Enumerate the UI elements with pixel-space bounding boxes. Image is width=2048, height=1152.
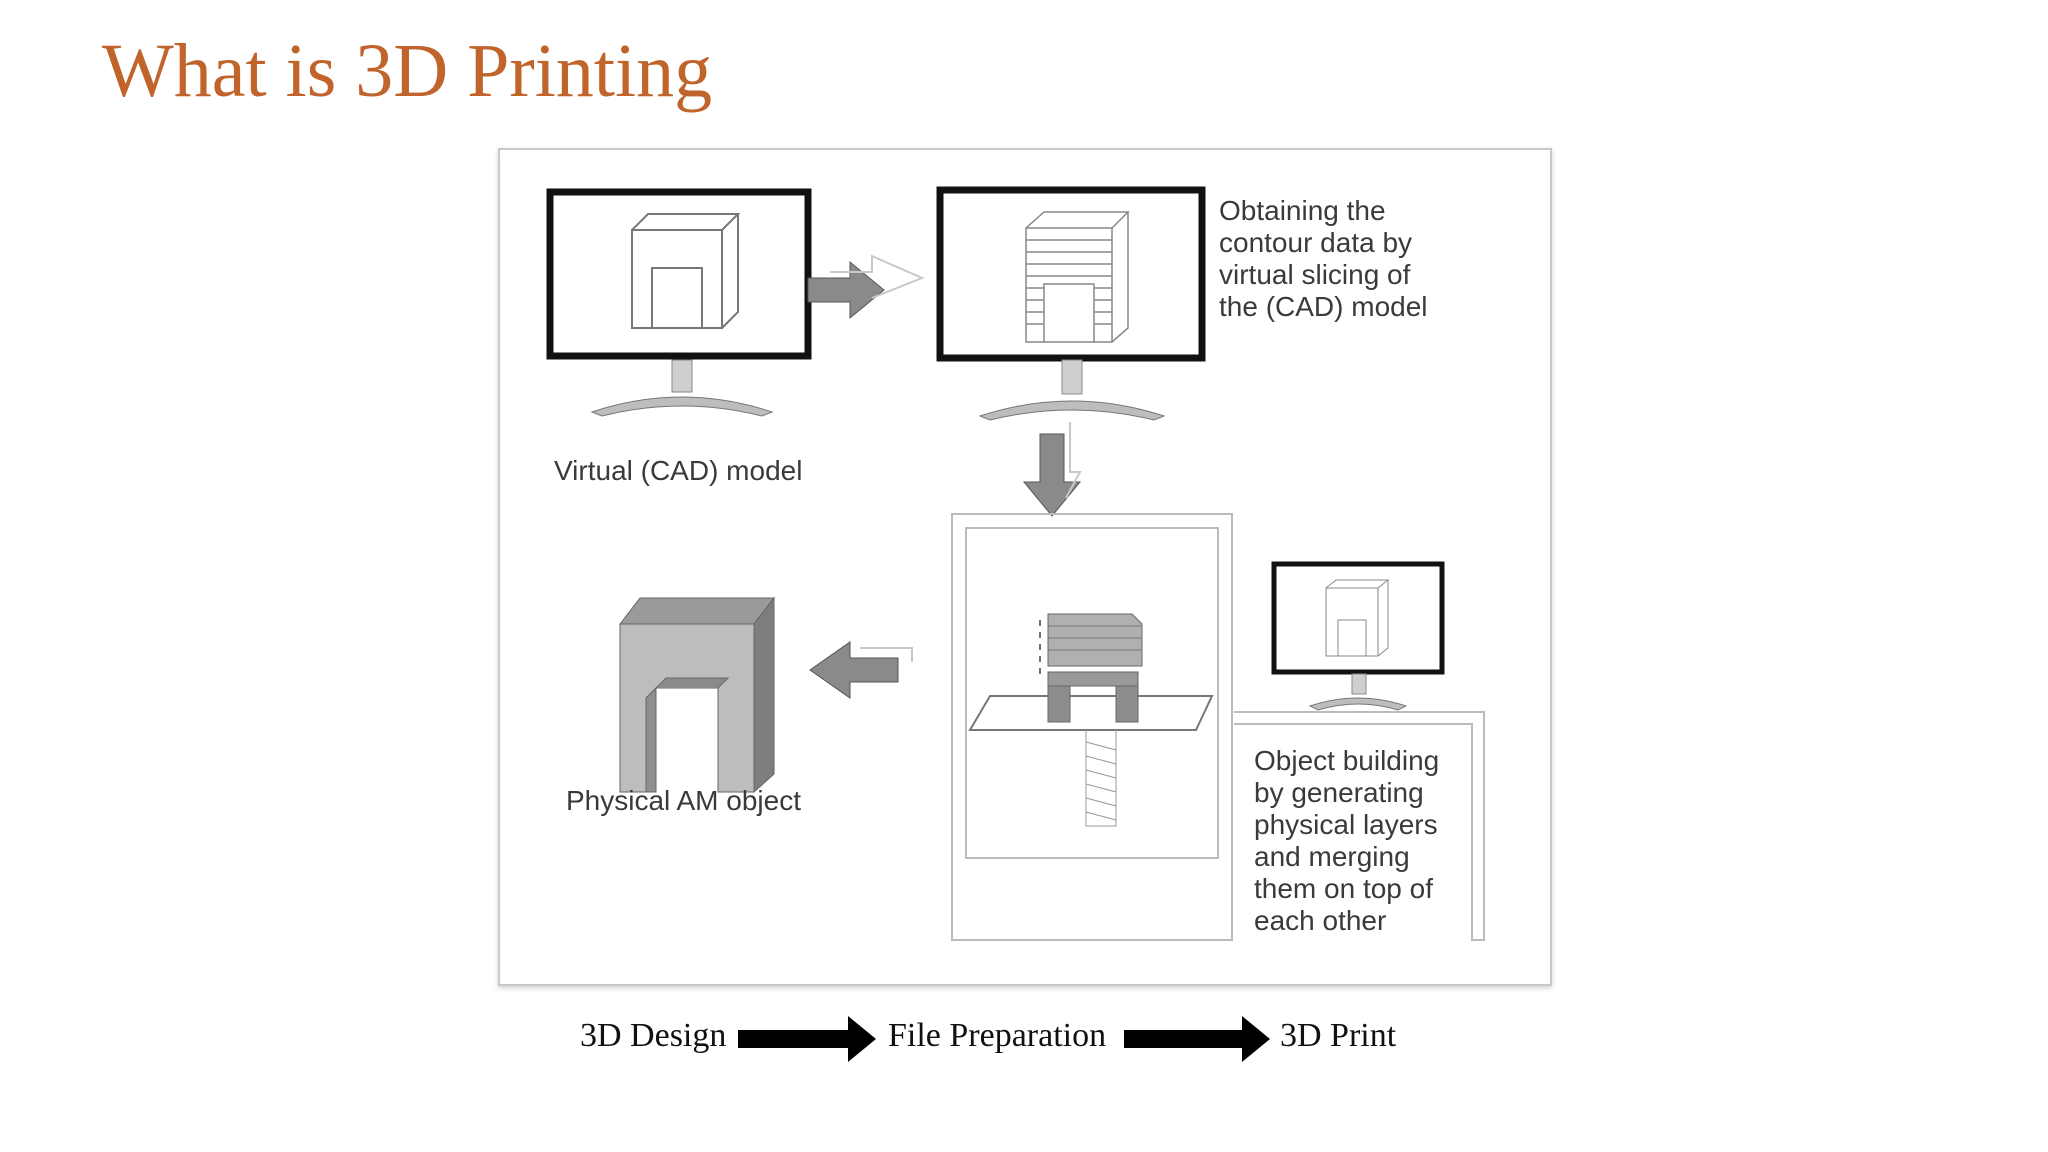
building-caption-line-1: Object building bbox=[1254, 745, 1439, 776]
control-monitor-icon bbox=[1234, 561, 1485, 941]
building-caption-line-6: each other bbox=[1254, 905, 1386, 936]
slicing-caption-line-1: Obtaining the bbox=[1219, 195, 1386, 226]
slicing-caption-line-3: virtual slicing of bbox=[1219, 259, 1411, 290]
flow-arrow-icon bbox=[738, 1016, 876, 1062]
cad-model-caption: Virtual (CAD) model bbox=[554, 455, 802, 486]
am-process-diagram: Virtual (CAD) model Obtaining the contou… bbox=[498, 148, 1552, 986]
printer-machine-icon bbox=[951, 513, 1233, 941]
step-file-preparation: File Preparation bbox=[888, 1017, 1107, 1054]
slicing-caption-line-4: the (CAD) model bbox=[1219, 291, 1428, 322]
workflow-steps: 3D Design File Preparation 3D Print bbox=[580, 1008, 1480, 1068]
arrow-right-icon bbox=[807, 254, 925, 320]
building-caption-line-4: and merging bbox=[1254, 841, 1410, 872]
arrow-left-icon bbox=[809, 641, 913, 699]
building-caption-line-5: them on top of bbox=[1254, 873, 1433, 904]
step-3d-design: 3D Design bbox=[580, 1017, 727, 1054]
slide-title: What is 3D Printing bbox=[102, 29, 713, 113]
step-3d-print: 3D Print bbox=[1280, 1017, 1397, 1054]
cad-monitor-icon bbox=[546, 188, 812, 417]
slicing-caption-line-2: contour data by bbox=[1219, 227, 1412, 258]
sliced-monitor-icon bbox=[936, 186, 1206, 421]
physical-object-icon bbox=[618, 596, 776, 794]
building-caption-line-3: physical layers bbox=[1254, 809, 1438, 840]
physical-object-caption: Physical AM object bbox=[566, 785, 801, 816]
arrow-down-icon bbox=[1022, 422, 1082, 517]
flow-arrow-icon bbox=[1124, 1016, 1270, 1062]
building-caption-line-2: by generating bbox=[1254, 777, 1424, 808]
